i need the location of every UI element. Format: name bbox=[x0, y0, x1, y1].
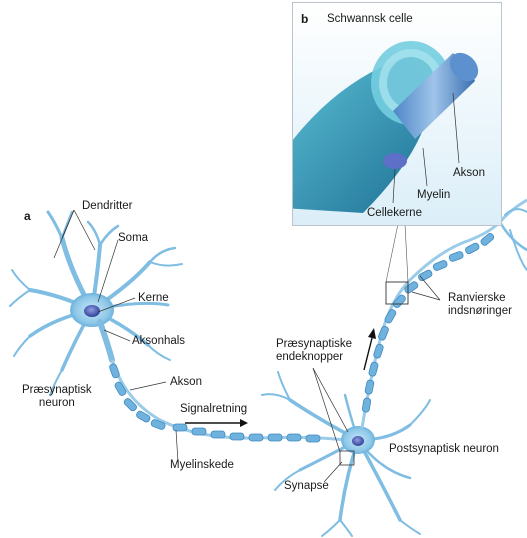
label-endeknopper: Præsynaptiske endeknopper bbox=[276, 338, 352, 364]
label-postsynaptic-neuron: Postsynaptisk neuron bbox=[389, 443, 499, 456]
label-presynaptic-line2: neuron bbox=[22, 397, 92, 410]
postsynaptic-nucleus bbox=[352, 436, 364, 446]
presynaptic-nucleus bbox=[84, 305, 100, 317]
inset-title: Schwannsk celle bbox=[327, 13, 413, 26]
panel-a-letter: a bbox=[24, 210, 31, 223]
label-synapse: Synapse bbox=[284, 480, 329, 493]
label-soma: Soma bbox=[118, 232, 148, 245]
label-kerne: Kerne bbox=[138, 292, 169, 305]
inset-connector-left bbox=[386, 224, 398, 282]
label-signalretning: Signalretning bbox=[180, 403, 247, 416]
inset-label-cellekerne: Cellekerne bbox=[367, 207, 422, 220]
label-endeknopper-line2: endeknopper bbox=[276, 351, 352, 364]
inset-connector-right bbox=[405, 224, 408, 282]
inset-label-myelin: Myelin bbox=[417, 189, 450, 202]
label-ranvierske: Ranvierske indsnøringer bbox=[448, 292, 512, 318]
axon bbox=[112, 360, 345, 440]
label-ranvierske-line1: Ranvierske bbox=[448, 292, 512, 305]
label-aksonhals: Aksonhals bbox=[132, 335, 185, 348]
label-akson: Akson bbox=[170, 376, 202, 389]
schwann-cell-inset: b Schwannsk celle Akson Myelin Cellekern… bbox=[292, 2, 502, 226]
label-presynaptic-line1: Præsynaptisk bbox=[22, 384, 92, 397]
label-dendritter: Dendritter bbox=[82, 200, 133, 213]
label-ranvierske-line2: indsnøringer bbox=[448, 305, 512, 318]
signal-arrow-horizontal bbox=[185, 419, 248, 427]
axon-hillock bbox=[100, 322, 112, 360]
inset-label-akson: Akson bbox=[453, 167, 485, 180]
panel-b-letter: b bbox=[301, 13, 308, 26]
label-myelinskede: Myelinskede bbox=[170, 459, 234, 472]
postsynaptic-myelin bbox=[362, 232, 495, 412]
label-presynaptic-neuron: Præsynaptisk neuron bbox=[22, 384, 92, 410]
schwann-cell-illustration bbox=[293, 3, 501, 225]
schwann-nucleus bbox=[383, 153, 407, 169]
label-endeknopper-line1: Præsynaptiske bbox=[276, 338, 352, 351]
